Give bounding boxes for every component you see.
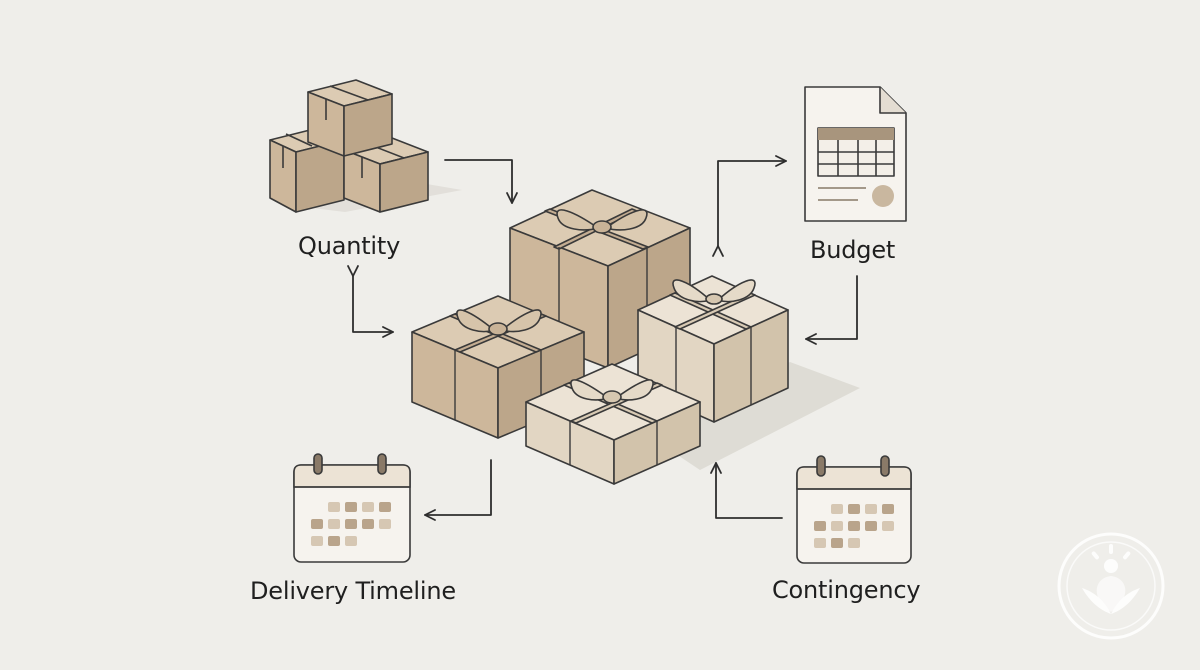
calendar-icon-contingency [796,455,912,564]
arrow-quantity-to-gifts [444,159,518,204]
calendar-icon-delivery [293,453,411,563]
gift-boxes-illustration [411,189,860,485]
plant-hands-logo [1057,532,1165,640]
budget-document-icon [804,86,907,222]
arrow-quantity-loop [347,265,394,338]
label-quantity: Quantity [298,232,401,260]
label-contingency: Contingency [772,576,921,604]
label-budget: Budget [810,236,896,264]
stacked-boxes-icon [269,79,462,213]
label-delivery-timeline: Delivery Timeline [250,577,456,605]
arrow-contingency-to-gifts [710,462,783,519]
arrow-budget-to-gifts [805,275,858,345]
arrow-gifts-to-budget [712,155,787,257]
arrow-gifts-to-delivery [424,459,492,521]
